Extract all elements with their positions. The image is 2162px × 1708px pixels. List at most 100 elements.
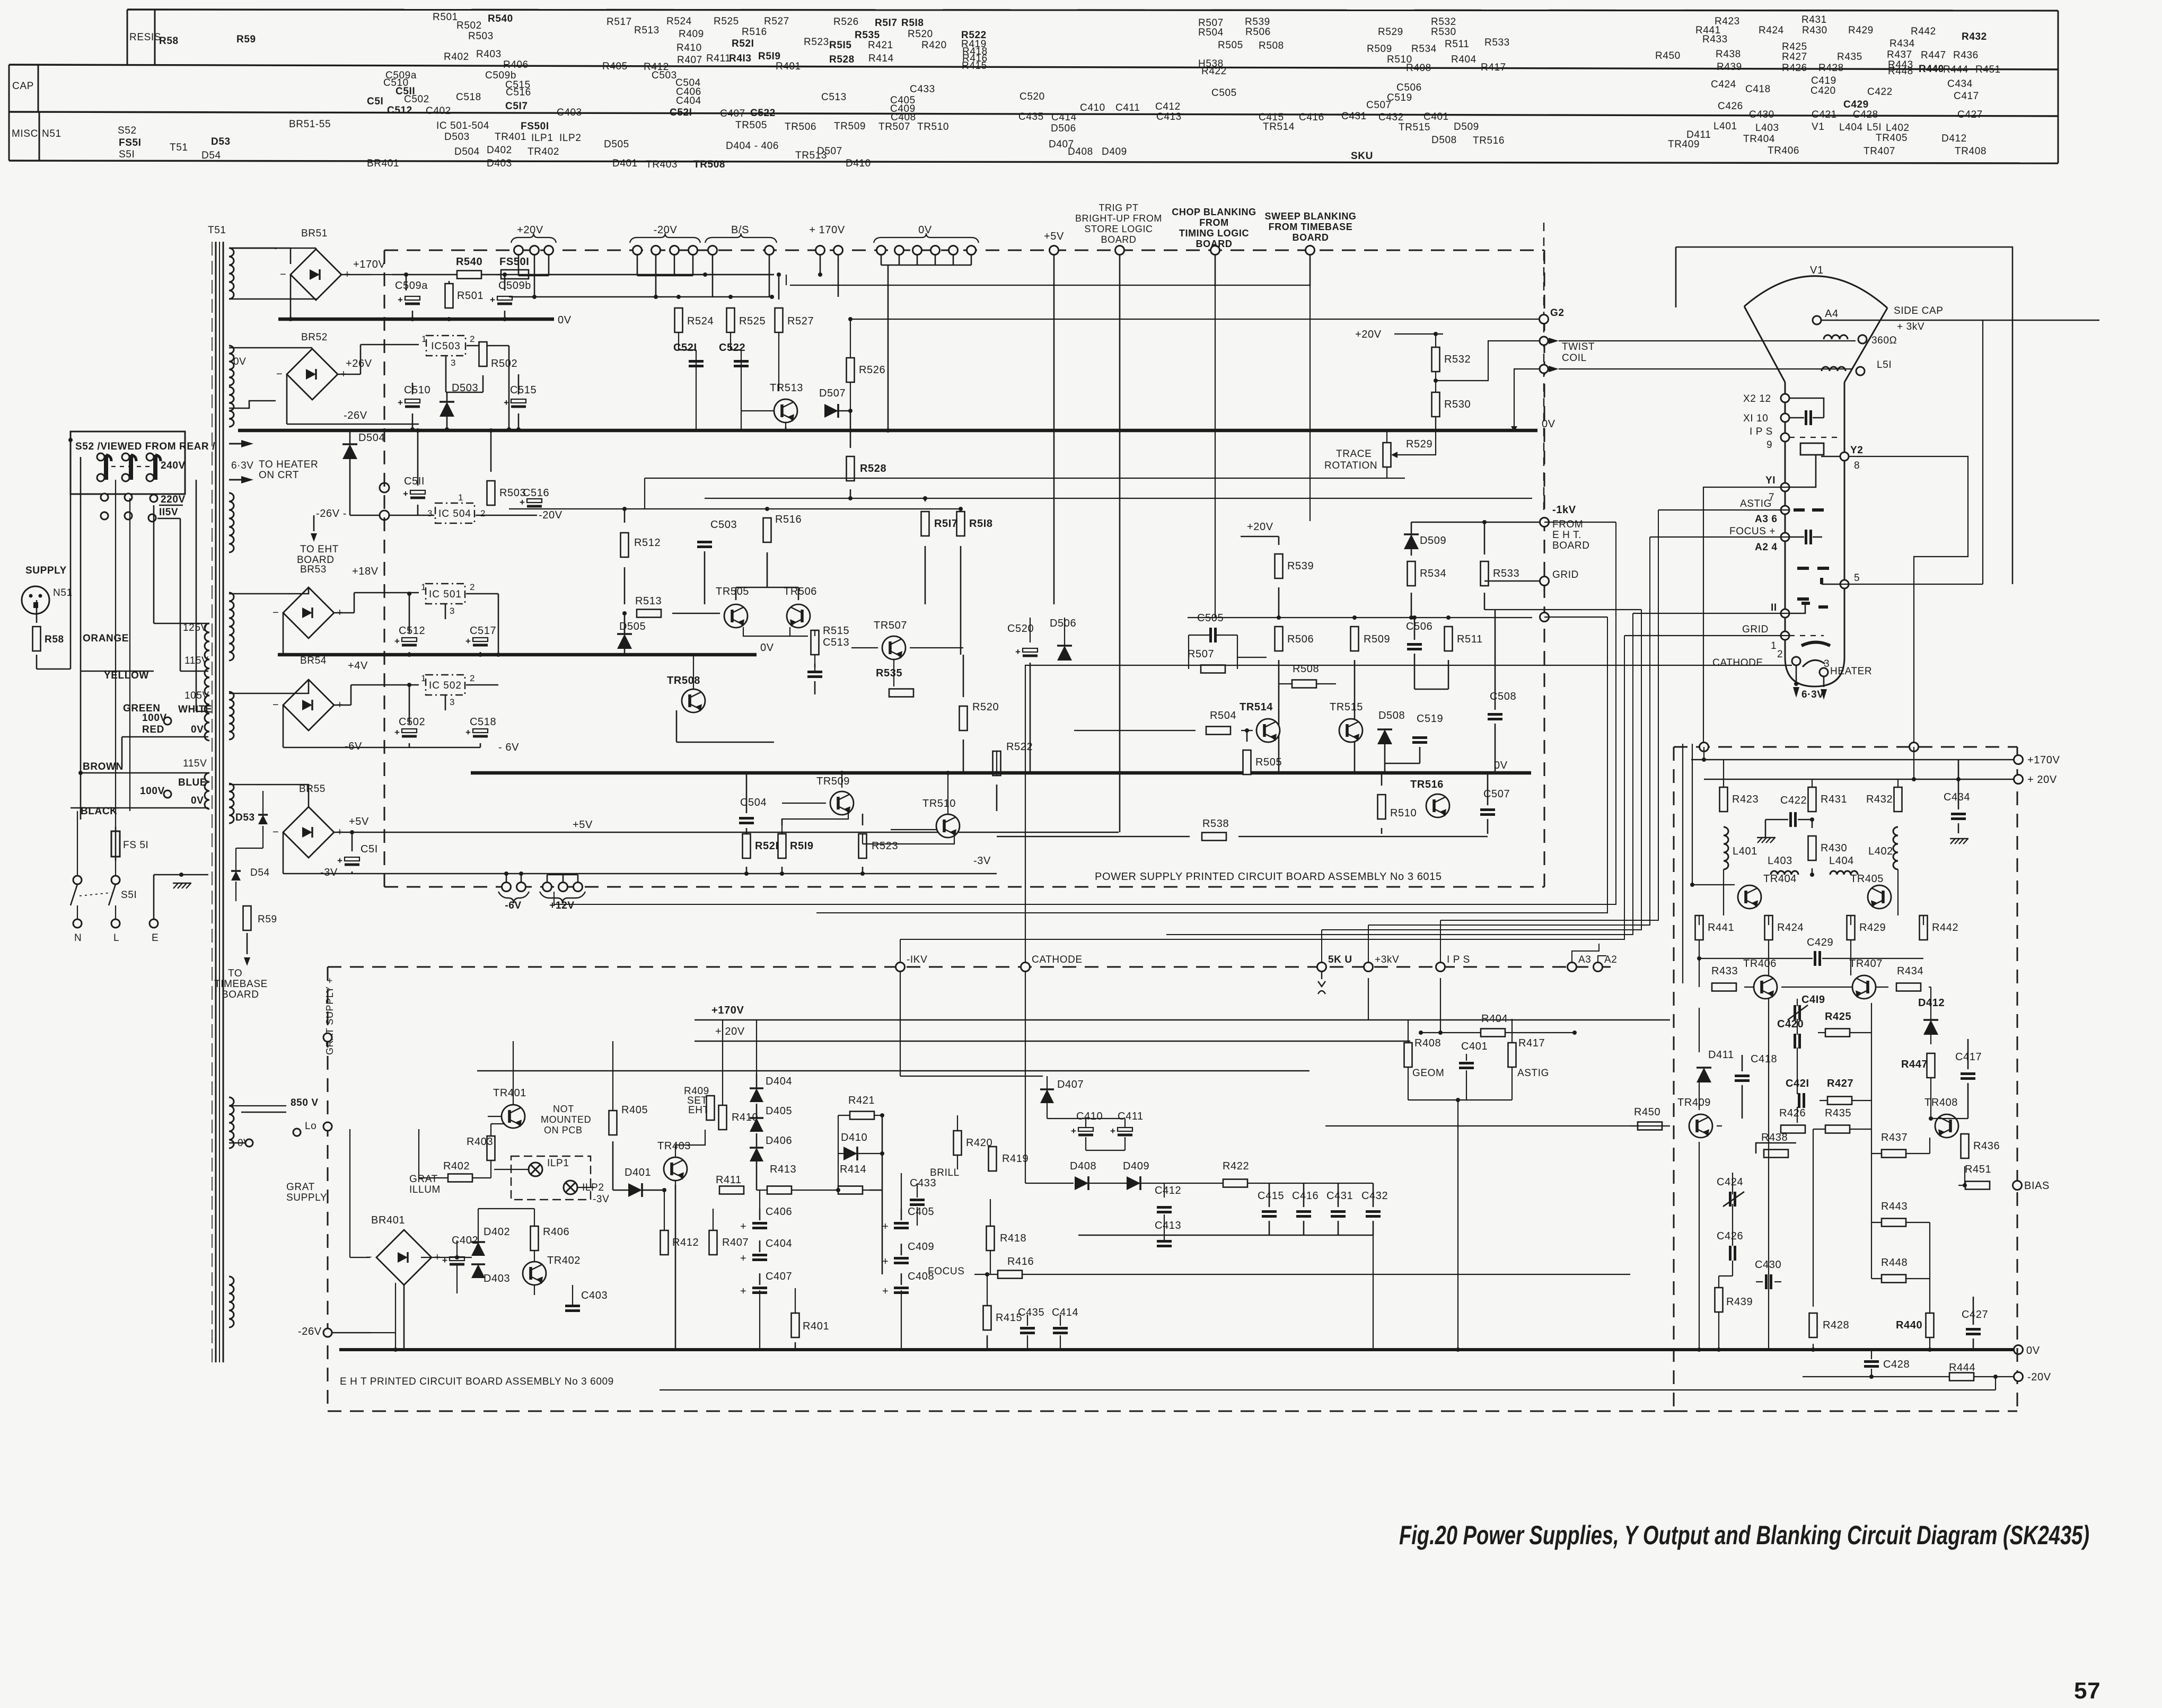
svg-text:R424: R424 xyxy=(1759,25,1784,36)
svg-text:L403: L403 xyxy=(1755,122,1779,134)
svg-text:R425: R425 xyxy=(1825,1011,1851,1023)
svg-text:R424: R424 xyxy=(1777,922,1804,934)
svg-text:R525: R525 xyxy=(739,315,766,327)
svg-text:R406: R406 xyxy=(543,1226,569,1238)
svg-text:R506: R506 xyxy=(1245,27,1271,38)
svg-text:C519: C519 xyxy=(1417,713,1443,725)
svg-text:C517: C517 xyxy=(470,625,496,637)
svg-text:R407: R407 xyxy=(722,1237,749,1248)
svg-text:R434: R434 xyxy=(1889,38,1915,49)
svg-text:MOUNTED: MOUNTED xyxy=(541,1114,591,1125)
svg-text:BR401: BR401 xyxy=(371,1214,405,1226)
svg-text:1: 1 xyxy=(421,673,426,683)
svg-text:C434: C434 xyxy=(1944,791,1970,803)
svg-text:XI 10: XI 10 xyxy=(1743,413,1768,424)
svg-text:A3 6: A3 6 xyxy=(1755,514,1778,525)
svg-text:C415: C415 xyxy=(1258,1190,1284,1202)
svg-text:C520: C520 xyxy=(1007,623,1034,635)
svg-text:C414: C414 xyxy=(1052,1307,1078,1318)
svg-text:+5V: +5V xyxy=(1044,231,1064,242)
svg-text:+: + xyxy=(740,1286,746,1297)
svg-text:R59: R59 xyxy=(236,34,256,45)
svg-text:R431: R431 xyxy=(1801,14,1827,25)
svg-text:TR507: TR507 xyxy=(878,121,910,133)
svg-text:RED: RED xyxy=(142,724,164,735)
svg-text:R5I8: R5I8 xyxy=(901,17,924,29)
svg-text:R433: R433 xyxy=(1711,965,1738,977)
svg-text:R417: R417 xyxy=(1518,1037,1545,1049)
svg-text:850 V: 850 V xyxy=(291,1097,319,1108)
svg-text:TR407: TR407 xyxy=(1849,958,1883,970)
svg-text:C407: C407 xyxy=(766,1271,792,1282)
svg-text:R421: R421 xyxy=(868,40,893,51)
svg-text:D411: D411 xyxy=(1686,129,1711,140)
svg-text:+20V: +20V xyxy=(1355,329,1382,340)
svg-text:C509b: C509b xyxy=(498,280,531,292)
svg-text:C512: C512 xyxy=(399,625,425,637)
svg-text:+: + xyxy=(504,398,509,408)
svg-text:GRAT: GRAT xyxy=(409,1174,438,1185)
svg-text:R428: R428 xyxy=(1823,1319,1849,1331)
svg-text:BIAS: BIAS xyxy=(2024,1180,2050,1192)
svg-text:C412: C412 xyxy=(1155,1185,1181,1196)
svg-text:+18V: +18V xyxy=(352,566,379,577)
svg-text:D402: D402 xyxy=(487,145,512,156)
svg-text:C407: C407 xyxy=(720,108,745,119)
svg-text:1: 1 xyxy=(421,334,427,344)
svg-text:R5I7: R5I7 xyxy=(934,518,958,530)
svg-text:D401: D401 xyxy=(612,158,638,169)
svg-text:R412: R412 xyxy=(672,1237,699,1248)
svg-text:105V: 105V xyxy=(184,690,209,701)
svg-text:TR516: TR516 xyxy=(1473,135,1505,146)
svg-text:+: + xyxy=(337,856,343,866)
svg-text:R436: R436 xyxy=(1953,50,1979,61)
svg-text:+: + xyxy=(1015,647,1021,657)
svg-text:L5I: L5I xyxy=(1877,359,1892,371)
svg-text:TR506: TR506 xyxy=(784,586,817,597)
svg-text:TR515: TR515 xyxy=(1330,701,1363,713)
svg-text:RESIS: RESIS xyxy=(129,32,161,43)
svg-text:D506: D506 xyxy=(1050,618,1076,629)
svg-text:+5V: +5V xyxy=(349,816,369,827)
svg-text:C4I9: C4I9 xyxy=(1801,994,1825,1006)
svg-text:L403: L403 xyxy=(1768,855,1792,867)
svg-text:R442: R442 xyxy=(1911,26,1936,37)
svg-text:R438: R438 xyxy=(1761,1132,1788,1143)
svg-text:D504: D504 xyxy=(358,432,385,444)
svg-text:C513: C513 xyxy=(821,92,847,103)
svg-text:D54: D54 xyxy=(201,150,221,161)
svg-text:C415: C415 xyxy=(1259,112,1284,123)
svg-text:R439: R439 xyxy=(1717,61,1742,73)
svg-text:R58: R58 xyxy=(45,634,64,645)
svg-text:C402: C402 xyxy=(452,1235,478,1246)
svg-text:R450: R450 xyxy=(1655,50,1681,61)
svg-text:TR406: TR406 xyxy=(1743,958,1777,970)
svg-text:TR406: TR406 xyxy=(1768,145,1799,156)
svg-text:+170V: +170V xyxy=(2027,754,2060,766)
svg-text:C513: C513 xyxy=(823,637,849,648)
svg-text:GRID: GRID xyxy=(1742,624,1769,635)
svg-text:TR404: TR404 xyxy=(1763,873,1797,885)
svg-text:R532: R532 xyxy=(1431,16,1456,28)
svg-text:C510: C510 xyxy=(383,77,409,89)
svg-text:R530: R530 xyxy=(1431,27,1456,38)
svg-text:L: L xyxy=(113,932,119,944)
svg-text:BOARD: BOARD xyxy=(1293,232,1329,243)
svg-text:5: 5 xyxy=(1854,573,1860,584)
svg-text:TIMING LOGIC: TIMING LOGIC xyxy=(1179,228,1249,239)
svg-text:R509: R509 xyxy=(1364,633,1390,645)
svg-text:−: − xyxy=(273,826,279,838)
svg-text:R443: R443 xyxy=(1888,59,1913,71)
svg-text:FOCUS: FOCUS xyxy=(928,1266,965,1277)
svg-text:-3V: -3V xyxy=(973,855,991,867)
svg-text:D405: D405 xyxy=(766,1105,792,1117)
svg-text:R409: R409 xyxy=(684,1086,709,1097)
svg-text:57: 57 xyxy=(2074,1678,2101,1704)
svg-text:TR409: TR409 xyxy=(1677,1097,1711,1108)
svg-text:C502: C502 xyxy=(404,94,429,105)
svg-text:+: + xyxy=(398,398,403,408)
svg-text:R432: R432 xyxy=(1866,794,1893,805)
svg-text:R440: R440 xyxy=(1896,1319,1922,1331)
svg-text:R448: R448 xyxy=(1881,1257,1908,1269)
svg-text:S52 /VIEWED FROM REAR /: S52 /VIEWED FROM REAR / xyxy=(75,441,215,452)
